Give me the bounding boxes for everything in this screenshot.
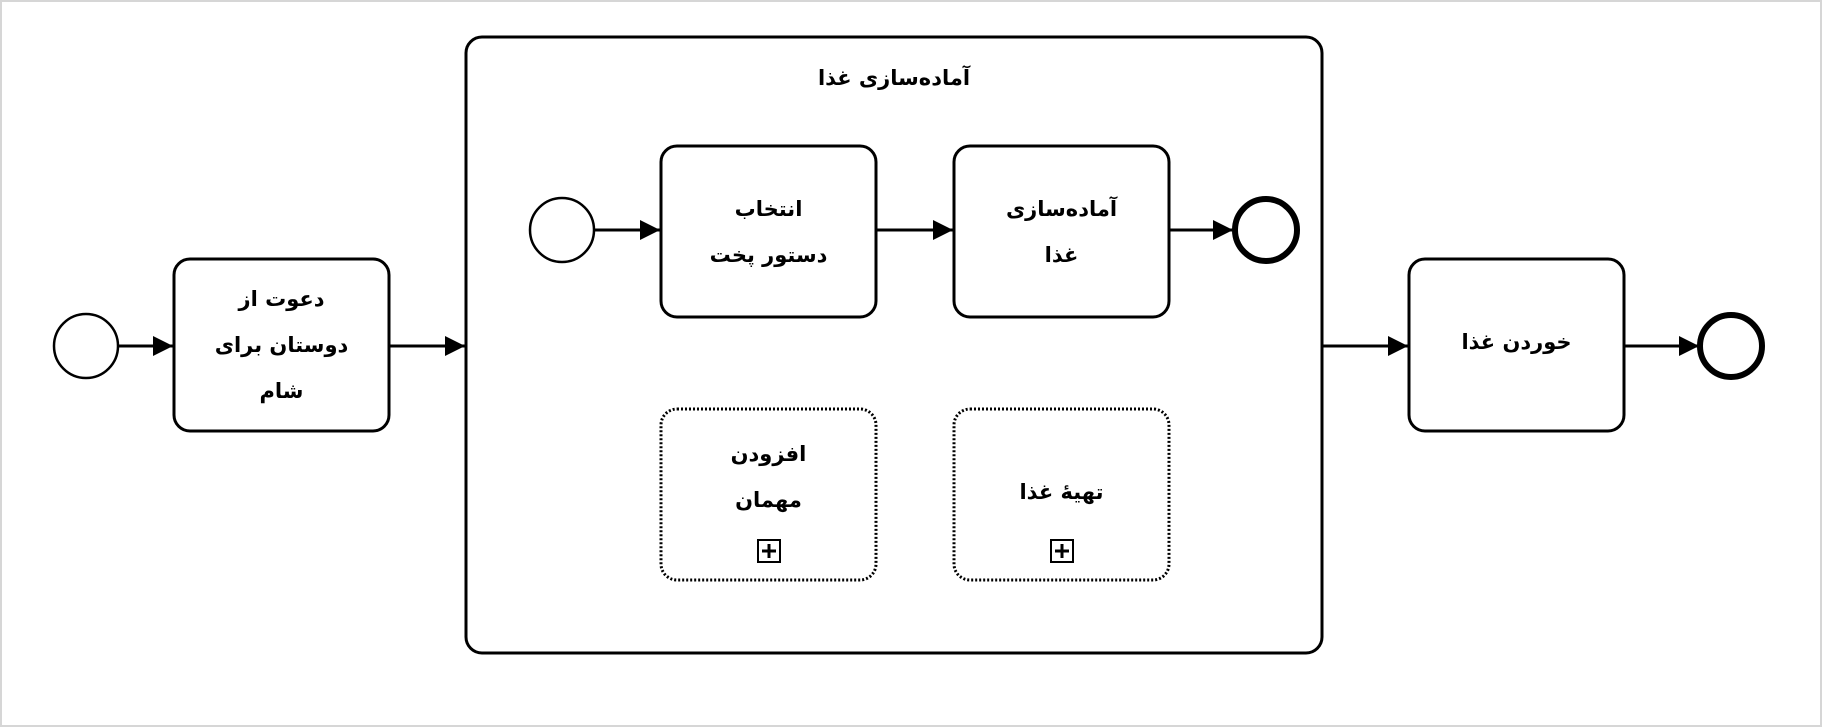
task-select-recipe-label: انتخاب دستور پخت xyxy=(661,146,876,317)
subprocess-end-event[interactable] xyxy=(1232,196,1300,264)
label-line: دستور پخت xyxy=(709,242,828,267)
label-line: دوستان برای xyxy=(214,333,349,357)
task-invite-friends[interactable] xyxy=(172,257,391,433)
subprocess-prepare-food[interactable] xyxy=(464,35,1324,655)
task-prepare-food-label: آماده‌سازی غذا xyxy=(954,146,1169,317)
subprocess-start-event[interactable] xyxy=(528,196,596,264)
start-event[interactable] xyxy=(52,312,120,380)
label-line: مهمان xyxy=(735,488,802,512)
label-line: افزودن xyxy=(730,442,807,466)
label-line: خوردن غذا xyxy=(1461,330,1572,354)
expand-marker-icon[interactable] xyxy=(757,539,781,563)
subprocess-title: آماده‌سازی غذا xyxy=(817,66,971,90)
expand-marker-icon[interactable] xyxy=(1050,539,1074,563)
task-select-recipe[interactable] xyxy=(659,144,878,319)
label-line: آماده‌سازی xyxy=(1005,196,1118,221)
collapsed-provide-food-label: تهیهٔ غذا xyxy=(954,422,1169,562)
label-line: دعوت از xyxy=(238,287,325,311)
label-line: غذا xyxy=(1044,242,1079,267)
collapsed-subprocess-provide-food[interactable] xyxy=(952,407,1171,582)
end-event[interactable] xyxy=(1697,312,1765,380)
task-invite-friends-label: دعوت از دوستان برای شام xyxy=(174,259,389,431)
collapsed-subprocess-add-guest[interactable] xyxy=(659,407,878,582)
label-line: انتخاب xyxy=(734,196,803,221)
collapsed-add-guest-label: افزودن مهمان xyxy=(661,422,876,532)
label-line: تهیهٔ غذا xyxy=(1019,480,1104,504)
task-eat-food[interactable] xyxy=(1407,257,1626,433)
label-line: شام xyxy=(259,379,304,403)
task-prepare-food[interactable] xyxy=(952,144,1171,319)
task-eat-food-label: خوردن غذا xyxy=(1409,259,1624,431)
